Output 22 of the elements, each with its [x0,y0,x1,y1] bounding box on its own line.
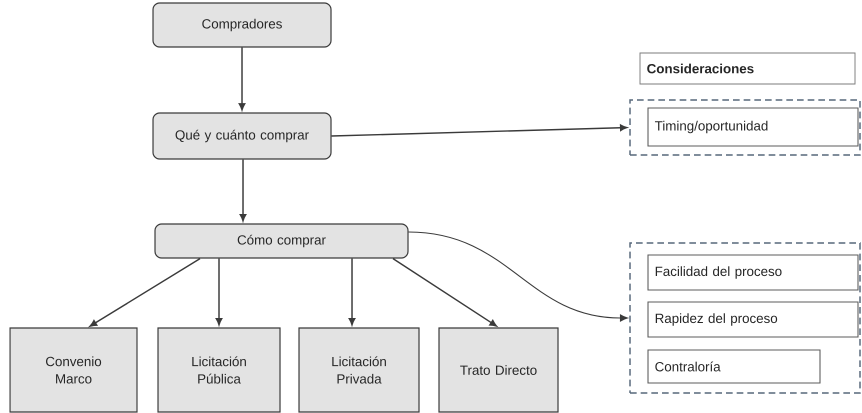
process-box: Qué y cuánto comprar [152,112,332,160]
process-box: Cómo comprar [154,223,409,259]
dashed-group [629,99,861,156]
consideration-box: Timing/oportunidad [647,107,859,147]
process-box: Compradores [152,2,332,48]
option-box: Trato Directo [438,327,559,413]
dashed-group [629,242,861,394]
arrow [348,258,356,326]
arrow [90,258,200,327]
arrow [240,160,246,222]
header-box: Consideraciones [640,52,856,84]
arrow [332,124,628,137]
arrow [216,258,222,326]
consideration-box: Contraloría [647,349,821,384]
option-box: Licitación Privada [298,327,420,413]
option-box: Licitación Pública [157,327,281,413]
option-box: Convenio Marco [9,327,138,413]
consideration-box: Facilidad del proceso [647,254,859,291]
consideration-box: Rapidez del proceso [647,301,859,338]
arrow [408,231,628,322]
arrow [238,48,246,110]
arrow [392,258,497,327]
